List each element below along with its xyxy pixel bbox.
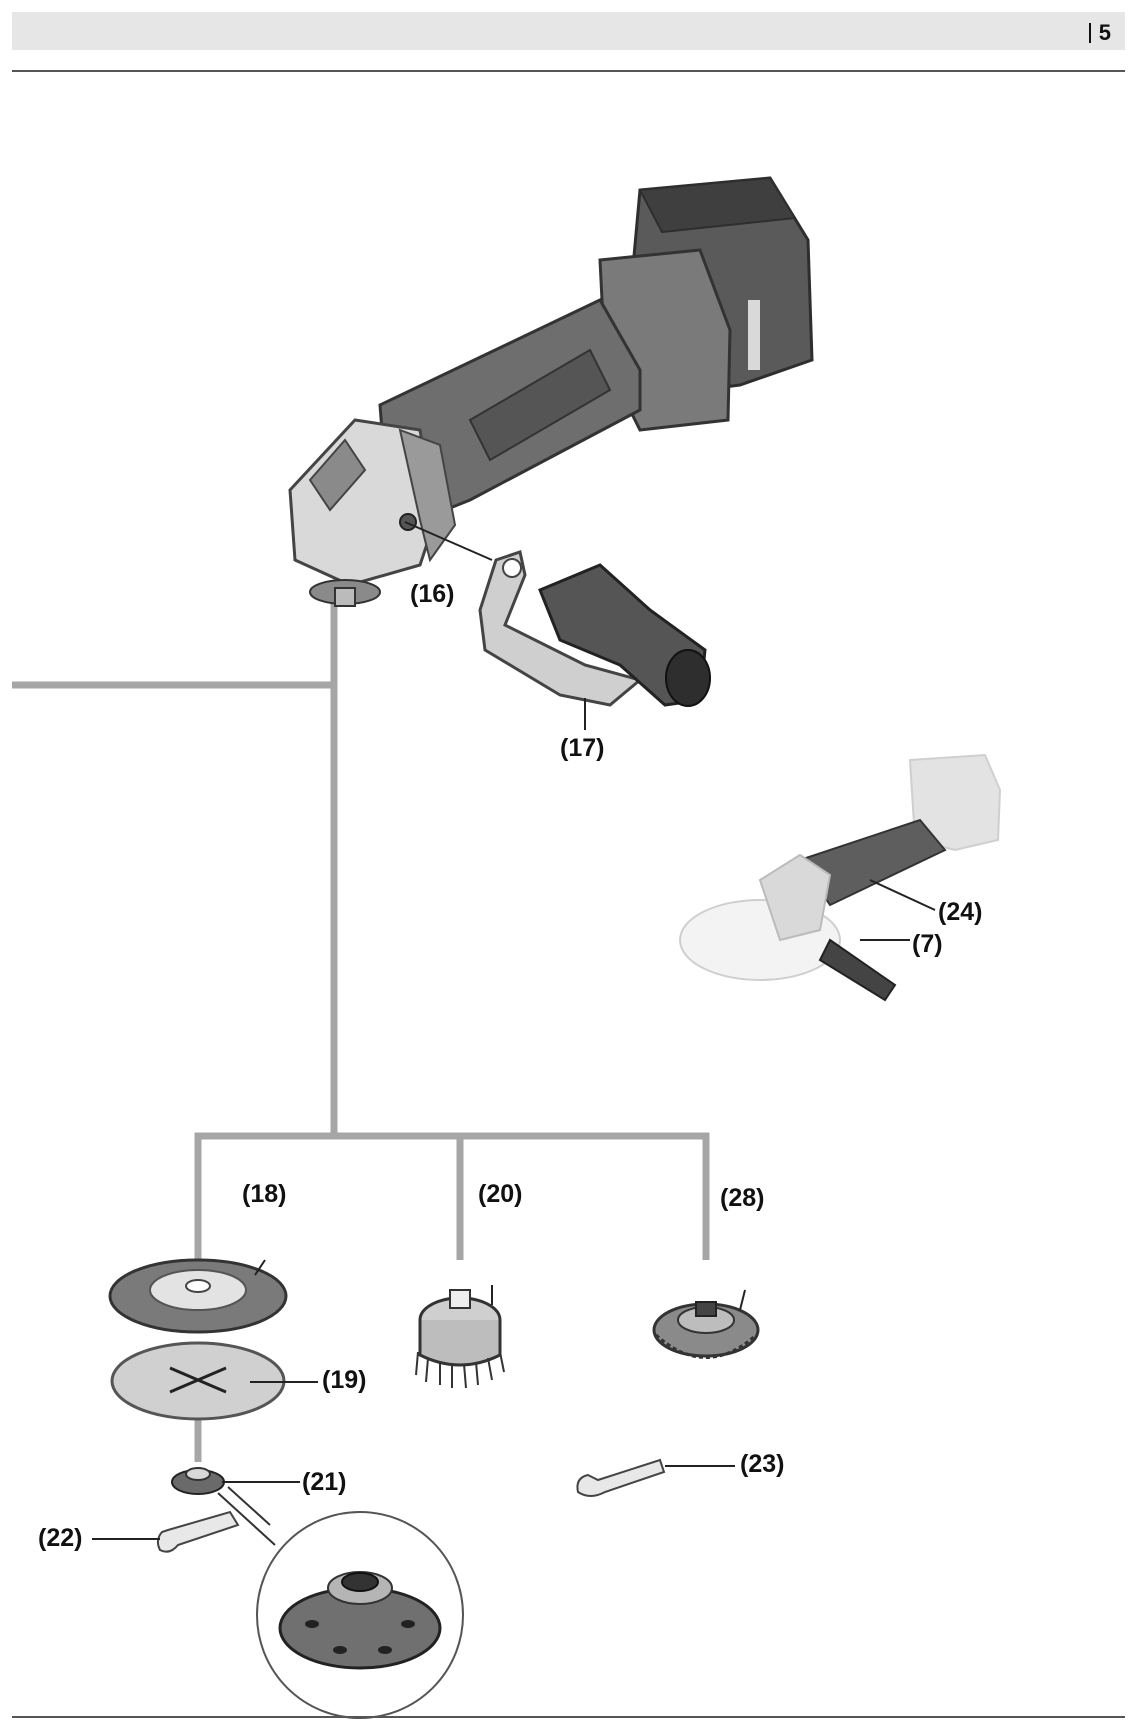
backing-pad-assembly — [108, 1258, 318, 1421]
two-pin-spanner — [92, 1510, 240, 1553]
handle-thread-hole — [399, 513, 417, 531]
callout-19: (19) — [322, 1366, 367, 1394]
callout-23: (23) — [740, 1450, 785, 1478]
callout-16: (16) — [410, 580, 455, 608]
small-side-handle — [818, 938, 897, 1002]
footer-rule — [12, 1716, 1125, 1718]
callout-20: (20) — [478, 1180, 523, 1208]
clamping-nut-group — [171, 1467, 464, 1719]
callout-28: (28) — [720, 1184, 765, 1212]
cup-brush — [415, 1285, 505, 1389]
spindle — [334, 587, 356, 607]
page-number: 5 — [1089, 20, 1111, 46]
connector-lines — [12, 600, 710, 1462]
callout-24: (24) — [938, 898, 983, 926]
callout-18: (18) — [242, 1180, 287, 1208]
header-band: 5 — [12, 12, 1125, 50]
callout-21: (21) — [302, 1468, 347, 1496]
angle-grinder-main — [288, 176, 814, 607]
callout-7: (7) — [912, 930, 943, 958]
grinder-assembled-view — [679, 753, 1002, 1002]
auxiliary-handle — [404, 521, 711, 730]
callout-17: (17) — [560, 734, 605, 762]
battery-indicator — [748, 300, 760, 370]
header-rule — [12, 70, 1125, 72]
callout-22: (22) — [38, 1524, 83, 1552]
open-end-wrench — [576, 1458, 735, 1497]
connector-accessory-bar — [194, 1132, 710, 1260]
knot-brush — [652, 1289, 760, 1359]
